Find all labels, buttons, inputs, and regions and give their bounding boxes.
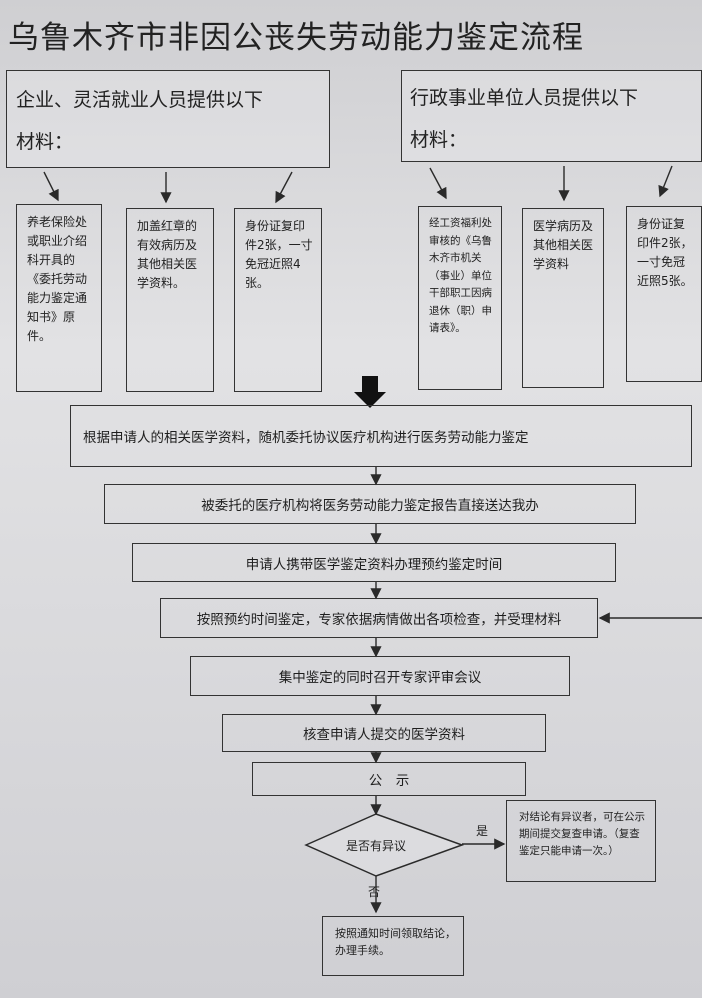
arrow-right-3 — [658, 165, 673, 198]
decision-diamond — [304, 813, 465, 877]
step-report-delivery: 被委托的医疗机构将医务劳动能力鉴定报告直接送达我办 — [104, 484, 636, 524]
step-expert-review: 集中鉴定的同时召开专家评审会议 — [190, 656, 570, 696]
arrow-left-1 — [43, 171, 59, 202]
final-step: 按照通知时间领取结论，办理手续。 — [322, 916, 464, 976]
decision-question: 是否有异议 — [346, 839, 407, 853]
big-down-arrow — [354, 376, 386, 408]
arrow-left-3 — [275, 171, 293, 204]
step-commission-assessment: 根据申请人的相关医学资料，随机委托协议医疗机构进行医务劳动能力鉴定 — [70, 405, 692, 467]
step-examination: 按照预约时间鉴定，专家依据病情做出各项检查，并受理材料 — [160, 598, 598, 638]
objection-note: 对结论有异议者，可在公示期间提交复查申请。（复查鉴定只能申请一次。） — [506, 800, 656, 882]
page-title: 乌鲁木齐市非因公丧失劳动能力鉴定流程 — [8, 20, 584, 56]
step-appointment: 申请人携带医学鉴定资料办理预约鉴定时间 — [132, 543, 616, 582]
right-header-box — [401, 70, 702, 162]
step-check-materials: 核查申请人提交的医学资料 — [222, 714, 546, 752]
arrow-right-1 — [429, 167, 447, 200]
left-material-3: 身份证复印件2张，一寸免冠近照4张。 — [234, 208, 322, 392]
left-header-line1: 企业、灵活就业人员提供以下 — [16, 89, 264, 111]
right-header-line1: 行政事业单位人员提供以下 — [410, 87, 639, 109]
right-header-line2: 材料： — [410, 129, 468, 151]
left-material-2: 加盖红章的有效病历及其他相关医学资料。 — [126, 208, 214, 392]
step-public-notice: 公 示 — [252, 762, 526, 796]
right-material-2: 医学病历及其他相关医学资料 — [522, 208, 604, 388]
decision-yes-label: 是 — [476, 824, 489, 838]
decision-no-label: 否 — [368, 885, 381, 899]
left-header-box — [6, 70, 330, 168]
right-material-1: 经工资福利处审核的《乌鲁木齐市机关（事业）单位干部职工因病退休（职）申请表》。 — [418, 206, 502, 390]
left-header-line2: 材料： — [16, 131, 74, 153]
left-material-1: 养老保险处或职业介绍科开具的《委托劳动能力鉴定通知书》原件。 — [16, 204, 102, 392]
